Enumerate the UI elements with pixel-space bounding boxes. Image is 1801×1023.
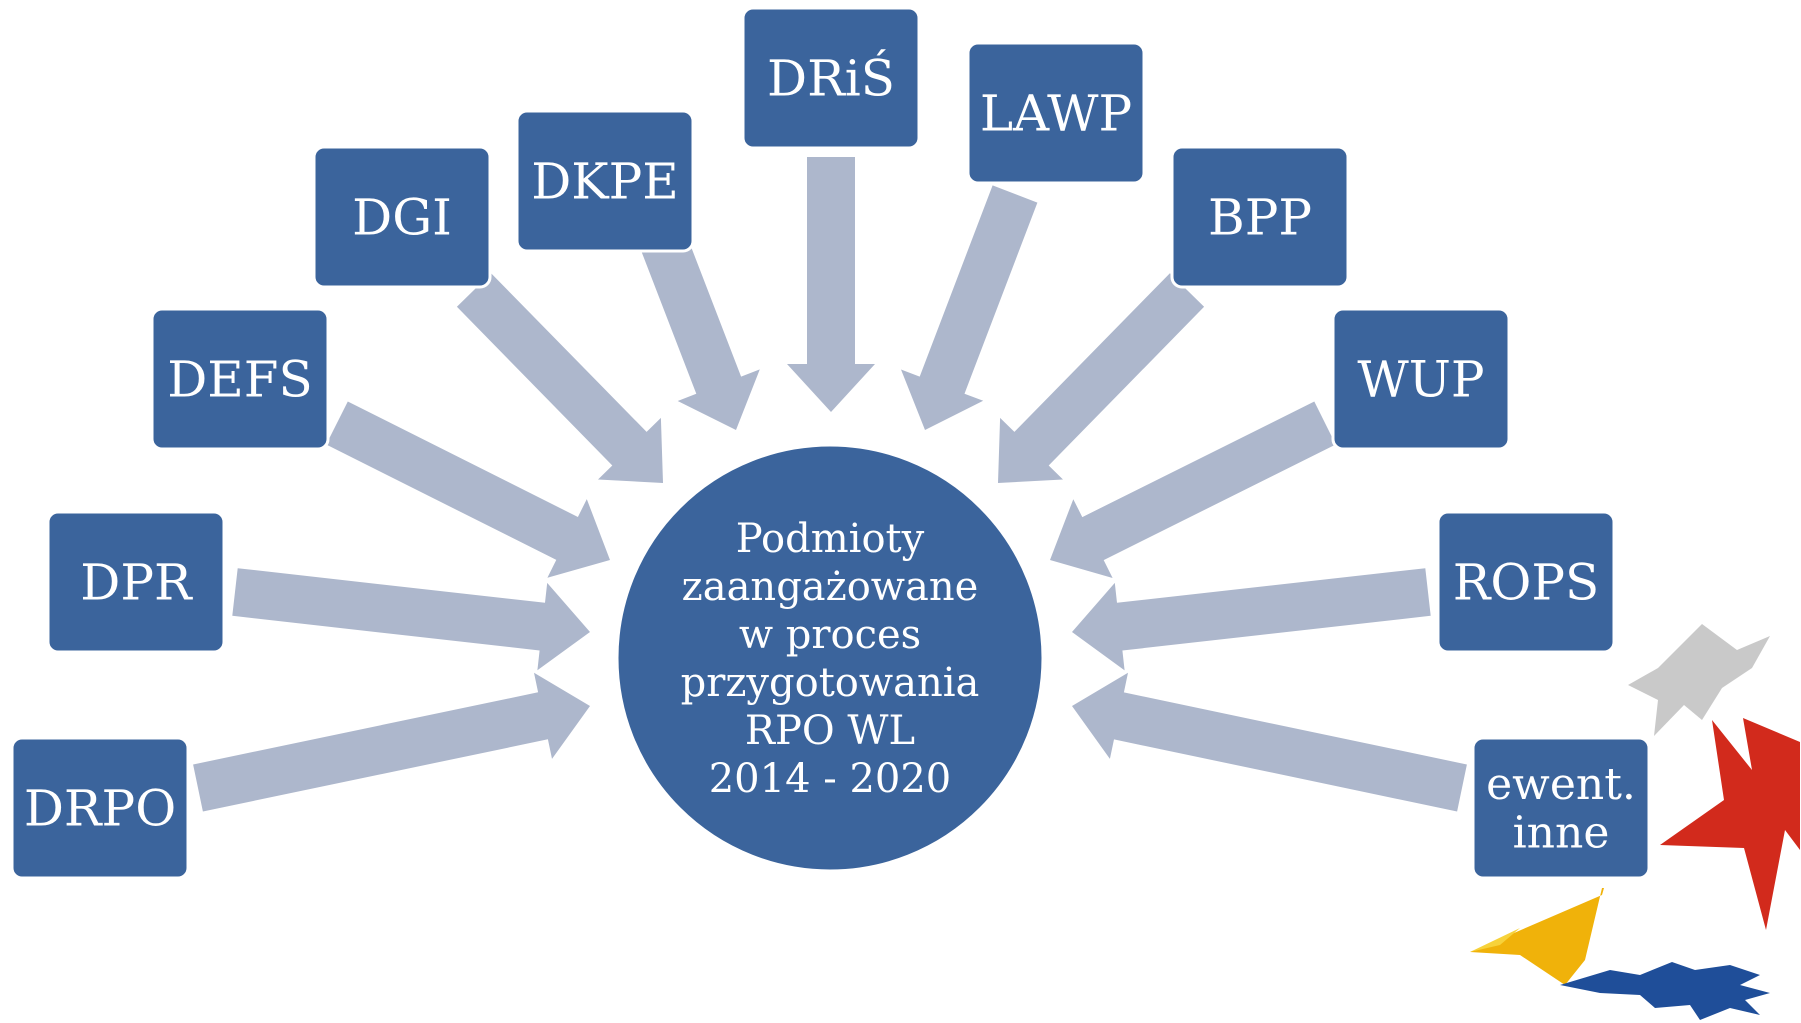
blue-stars-shape — [1560, 962, 1770, 1020]
node-box-dris — [741, 6, 921, 150]
node-box-wup — [1331, 307, 1511, 451]
center-label-line: przygotowania — [681, 660, 980, 706]
arrow-rops — [1072, 568, 1431, 671]
node-inne: ewent.inne — [1471, 736, 1651, 880]
node-label-line: DPR — [80, 554, 193, 612]
node-label-line: LAWP — [980, 85, 1132, 143]
node-label-dpr: DPR — [80, 554, 193, 612]
node-label-line: ROPS — [1453, 554, 1600, 612]
node-label-line: ewent. — [1486, 759, 1636, 810]
node-label-line: BPP — [1208, 189, 1312, 247]
node-box-drpo — [10, 736, 190, 880]
node-label-defs: DEFS — [167, 351, 313, 409]
arrow-wup — [1050, 401, 1336, 578]
node-label-dkpe: DKPE — [531, 153, 679, 211]
node-rops: ROPS — [1436, 510, 1616, 654]
arrow-dpr — [232, 568, 591, 671]
node-box-bpp — [1170, 145, 1350, 289]
center-label-line: 2014 - 2020 — [709, 756, 952, 802]
node-box-dkpe — [515, 109, 695, 253]
yellow-star-highlight — [1470, 928, 1520, 952]
node-box-rops — [1436, 510, 1616, 654]
node-label-drpo: DRPO — [24, 780, 176, 838]
nodes-layer: DRPO DPR DEFS DGI DKPE DRiŚ LAWP BPP WUP ROPS ewen… — [10, 6, 1651, 880]
node-drpo: DRPO — [10, 736, 190, 880]
gray-star-shape — [1628, 624, 1770, 736]
arrow-drpo — [193, 672, 590, 812]
node-label-line: DGI — [352, 189, 452, 247]
center-label-line: RPO WL — [745, 708, 915, 754]
node-box-dgi — [312, 145, 492, 289]
node-label-line: DRiŚ — [767, 49, 895, 108]
node-dkpe: DKPE — [515, 109, 695, 253]
node-label-line: inne — [1513, 808, 1610, 859]
node-box-inne — [1471, 736, 1651, 880]
red-star-shape — [1660, 718, 1800, 930]
center-label-line: zaangażowane — [682, 564, 979, 610]
node-label-line: DEFS — [167, 351, 313, 409]
arrow-dgi — [456, 273, 663, 483]
node-box-defs — [150, 307, 330, 451]
node-bpp: BPP — [1170, 145, 1350, 289]
node-label-line: WUP — [1357, 351, 1484, 409]
center-label-line: w proces — [739, 612, 921, 658]
node-lawp: LAWP — [966, 41, 1146, 185]
node-defs: DEFS — [150, 307, 330, 451]
node-dgi: DGI — [312, 145, 492, 289]
stars-logo — [1470, 624, 1800, 1020]
node-dris: DRiŚ — [741, 6, 921, 150]
node-label-dgi: DGI — [352, 189, 452, 247]
arrow-bpp — [998, 273, 1205, 483]
node-label-lawp: LAWP — [980, 85, 1132, 143]
node-label-line: DRPO — [24, 780, 176, 838]
node-label-line: DKPE — [531, 153, 679, 211]
arrow-inne — [1072, 672, 1467, 812]
node-label-inne: ewent.inne — [1486, 759, 1636, 858]
node-box-lawp — [966, 41, 1146, 185]
center-label-line: Podmioty — [736, 516, 925, 562]
node-label-bpp: BPP — [1208, 189, 1312, 247]
arrow-lawp — [901, 185, 1038, 430]
node-label-rops: ROPS — [1453, 554, 1600, 612]
arrow-defs — [326, 401, 610, 578]
node-box-dpr — [46, 510, 226, 654]
yellow-star-shape — [1470, 888, 1604, 985]
node-label-wup: WUP — [1357, 351, 1484, 409]
arrow-dris — [787, 157, 875, 412]
node-dpr: DPR — [46, 510, 226, 654]
node-wup: WUP — [1331, 307, 1511, 451]
node-label-dris: DRiŚ — [767, 49, 895, 108]
